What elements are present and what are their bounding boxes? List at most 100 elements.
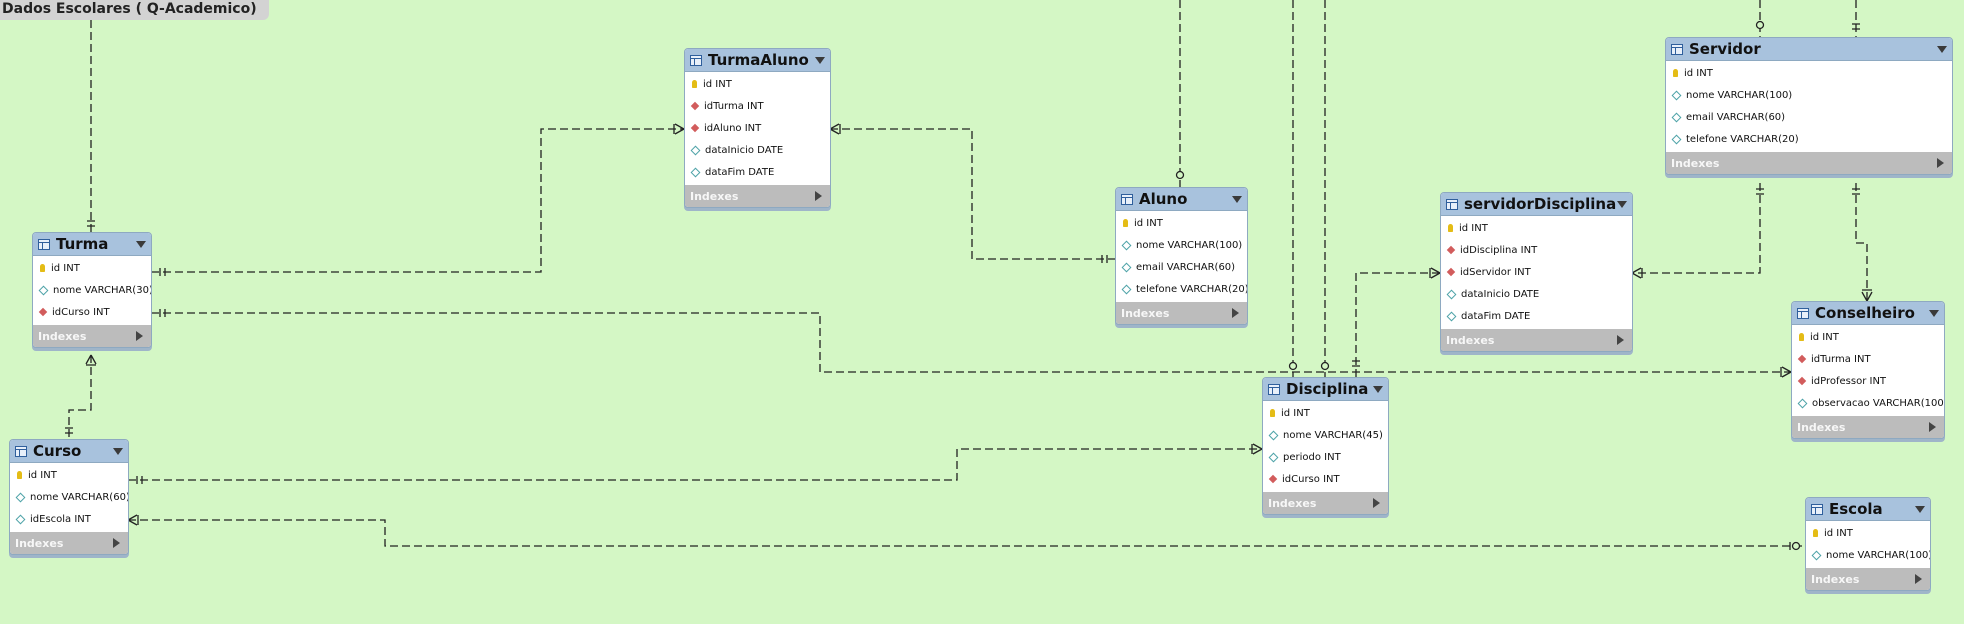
collapse-toggle-icon[interactable] xyxy=(1929,309,1939,317)
column-row[interactable]: idAluno INT xyxy=(685,117,830,139)
table-header[interactable]: Curso xyxy=(10,440,128,463)
column-row[interactable]: id INT xyxy=(1792,326,1944,348)
column-row[interactable]: nome VARCHAR(30) xyxy=(33,279,151,301)
column-row[interactable]: dataInicio DATE xyxy=(1441,283,1632,305)
collapse-toggle-icon[interactable] xyxy=(1373,385,1383,393)
column-row[interactable]: nome VARCHAR(100) xyxy=(1116,234,1247,256)
marker-one xyxy=(1756,188,1764,195)
table-header[interactable]: Turma xyxy=(33,233,151,256)
indexes-section[interactable]: Indexes xyxy=(1441,329,1632,351)
column-row[interactable]: email VARCHAR(60) xyxy=(1116,256,1247,278)
expand-arrow-icon[interactable] xyxy=(1915,574,1922,584)
table-icon xyxy=(1121,193,1133,205)
column-row[interactable]: id INT xyxy=(10,464,128,486)
column-row[interactable]: id INT xyxy=(1806,522,1930,544)
column-row[interactable]: telefone VARCHAR(20) xyxy=(1666,128,1952,150)
column-row[interactable]: nome VARCHAR(45) xyxy=(1263,424,1388,446)
attribute-icon xyxy=(38,285,49,295)
collapse-toggle-icon[interactable] xyxy=(1937,45,1947,53)
column-row[interactable]: idTurma INT xyxy=(685,95,830,117)
column-row[interactable]: idServidor INT xyxy=(1441,261,1632,283)
column-row[interactable]: idProfessor INT xyxy=(1792,370,1944,392)
expand-arrow-icon[interactable] xyxy=(1617,335,1624,345)
expand-arrow-icon[interactable] xyxy=(1373,498,1380,508)
column-row[interactable]: id INT xyxy=(1666,62,1952,84)
indexes-section[interactable]: Indexes xyxy=(1263,492,1388,514)
column-row[interactable]: id INT xyxy=(1441,217,1632,239)
layer-label[interactable]: Dados Escolares ( Q-Academico) xyxy=(0,0,269,20)
column-row[interactable]: dataFim DATE xyxy=(685,161,830,183)
collapse-toggle-icon[interactable] xyxy=(1232,195,1242,203)
column-row[interactable]: periodo INT xyxy=(1263,446,1388,468)
marker-many xyxy=(1429,267,1441,279)
collapse-toggle-icon[interactable] xyxy=(1915,505,1925,513)
indexes-section[interactable]: Indexes xyxy=(33,325,151,347)
indexes-section[interactable]: Indexes xyxy=(685,185,830,207)
column-row[interactable]: dataFim DATE xyxy=(1441,305,1632,327)
column-row[interactable]: id INT xyxy=(33,257,151,279)
column-definition: dataFim DATE xyxy=(1461,310,1531,322)
indexes-label: Indexes xyxy=(690,189,739,203)
column-row[interactable]: id INT xyxy=(1116,212,1247,234)
column-row[interactable]: idCurso INT xyxy=(1263,468,1388,490)
foreign-key-icon xyxy=(1446,245,1456,255)
column-row[interactable]: idCurso INT xyxy=(33,301,151,323)
column-row[interactable]: id INT xyxy=(1263,402,1388,424)
collapse-toggle-icon[interactable] xyxy=(1617,200,1627,208)
attribute-icon xyxy=(1268,430,1279,440)
collapse-toggle-icon[interactable] xyxy=(136,240,146,248)
column-row[interactable]: observacao VARCHAR(100) xyxy=(1792,392,1944,414)
table-header[interactable]: Aluno xyxy=(1116,188,1247,211)
attribute-icon xyxy=(1671,112,1682,122)
marker-optional xyxy=(1755,20,1765,30)
expand-arrow-icon[interactable] xyxy=(1929,422,1936,432)
marker-many xyxy=(1631,267,1643,279)
indexes-section[interactable]: Indexes xyxy=(1792,416,1944,438)
column-row[interactable]: nome VARCHAR(60) xyxy=(10,486,128,508)
table-header[interactable]: Conselheiro xyxy=(1792,302,1944,325)
column-row[interactable]: email VARCHAR(60) xyxy=(1666,106,1952,128)
column-row[interactable]: nome VARCHAR(100) xyxy=(1666,84,1952,106)
expand-arrow-icon[interactable] xyxy=(1937,158,1944,168)
indexes-section[interactable]: Indexes xyxy=(1116,302,1247,324)
column-row[interactable]: idEscola INT xyxy=(10,508,128,530)
table-header[interactable]: Servidor xyxy=(1666,38,1952,61)
marker-optional xyxy=(1791,541,1801,551)
table-header[interactable]: servidorDisciplina xyxy=(1441,193,1632,216)
column-row[interactable]: nome VARCHAR(100) xyxy=(1806,544,1930,566)
table-icon xyxy=(15,445,27,457)
marker-one xyxy=(159,309,166,317)
indexes-section[interactable]: Indexes xyxy=(1806,568,1930,590)
attribute-icon xyxy=(15,492,26,502)
expand-arrow-icon[interactable] xyxy=(136,331,143,341)
expand-arrow-icon[interactable] xyxy=(1232,308,1239,318)
table-header[interactable]: TurmaAluno xyxy=(685,49,830,72)
expand-arrow-icon[interactable] xyxy=(113,538,120,548)
indexes-section[interactable]: Indexes xyxy=(10,532,128,554)
indexes-section[interactable]: Indexes xyxy=(1666,152,1952,174)
table-title: Escola xyxy=(1829,500,1883,518)
column-definition: nome VARCHAR(45) xyxy=(1283,429,1383,441)
table-disciplina[interactable]: Disciplina id INT nome VARCHAR(45) periodo… xyxy=(1262,377,1389,515)
table-header[interactable]: Disciplina xyxy=(1263,378,1388,401)
column-row[interactable]: telefone VARCHAR(20) xyxy=(1116,278,1247,300)
column-row[interactable]: id INT xyxy=(685,73,830,95)
attribute-icon xyxy=(1446,289,1457,299)
expand-arrow-icon[interactable] xyxy=(815,191,822,201)
column-row[interactable]: dataInicio DATE xyxy=(685,139,830,161)
collapse-toggle-icon[interactable] xyxy=(815,56,825,64)
primary-key-icon xyxy=(1123,219,1128,227)
collapse-toggle-icon[interactable] xyxy=(113,447,123,455)
column-row[interactable]: idDisciplina INT xyxy=(1441,239,1632,261)
table-header[interactable]: Escola xyxy=(1806,498,1930,521)
column-row[interactable]: idTurma INT xyxy=(1792,348,1944,370)
